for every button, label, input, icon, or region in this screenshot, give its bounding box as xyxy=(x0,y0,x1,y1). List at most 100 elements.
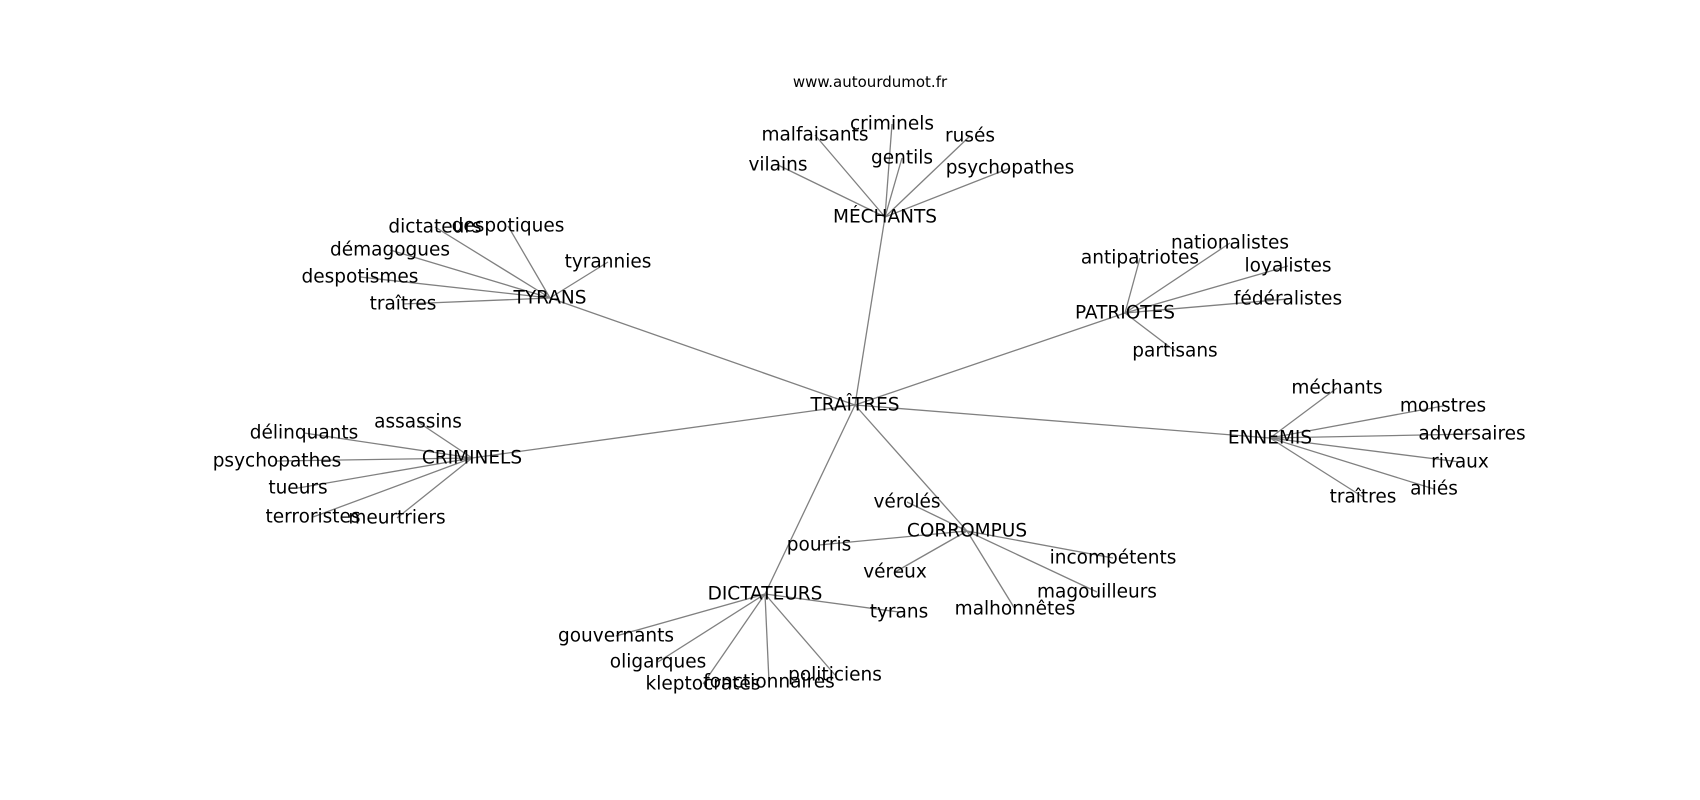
node-leaf-patriotes-0[interactable]: nationalistes xyxy=(1171,233,1289,254)
edge-corrompus-leaf-4 xyxy=(966,530,1098,593)
node-leaf-dictateurs-0[interactable]: tyrans xyxy=(870,602,929,623)
edge-patriotes-leaf-1 xyxy=(1124,257,1141,314)
node-hub-criminels[interactable]: CRIMINELS xyxy=(422,448,522,469)
node-leaf-mechants-4[interactable]: gentils xyxy=(871,148,933,169)
edge-mechants-leaf-2 xyxy=(884,135,971,218)
edge-patriotes-leaf-0 xyxy=(1124,242,1231,314)
edge-mechants-leaf-0 xyxy=(814,134,886,218)
edge-ennemis-leaf-3 xyxy=(1269,437,1461,463)
node-leaf-ennemis-4[interactable]: alliés xyxy=(1410,479,1458,500)
edge-ennemis-leaf-2 xyxy=(1269,433,1473,439)
edge-criminels-leaf-5 xyxy=(396,457,473,519)
edge-criminels-leaf-4 xyxy=(312,457,473,518)
node-leaf-tyrans-2[interactable]: démagogues xyxy=(330,240,450,261)
node-hub-dictateurs[interactable]: DICTATEURS xyxy=(708,584,823,605)
node-leaf-criminels-0[interactable]: assassins xyxy=(374,412,462,433)
edge-criminels-leaf-0 xyxy=(417,421,473,459)
edge-patriotes-leaf-4 xyxy=(1124,312,1176,352)
edge-center-mechants xyxy=(854,216,886,406)
node-leaf-ennemis-2[interactable]: adversaires xyxy=(1418,424,1525,445)
node-leaf-criminels-1[interactable]: délinquants xyxy=(250,423,359,444)
node-leaf-tyrans-1[interactable]: despotiques xyxy=(452,216,565,237)
node-leaf-tyrans-4[interactable]: despotismes xyxy=(302,267,419,288)
edge-center-tyrans xyxy=(549,297,856,406)
edge-dictateurs-leaf-2 xyxy=(657,593,766,663)
edge-tyrans-leaf-1 xyxy=(507,225,551,299)
edge-mechants-leaf-1 xyxy=(884,123,893,218)
edge-center-corrompus xyxy=(854,404,968,532)
node-leaf-tyrans-0[interactable]: dictateurs xyxy=(388,217,481,238)
node-leaf-mechants-0[interactable]: malfaisants xyxy=(761,125,868,146)
node-leaf-corrompus-2[interactable]: véreux xyxy=(863,562,927,583)
edge-tyrans-leaf-5 xyxy=(402,297,551,305)
node-leaf-corrompus-0[interactable]: vérolés xyxy=(873,492,940,513)
node-leaf-tyrans-3[interactable]: tyrannies xyxy=(565,252,652,273)
edge-dictateurs-leaf-1 xyxy=(615,593,766,637)
node-leaf-ennemis-5[interactable]: traîtres xyxy=(1330,487,1397,508)
watermark-text: www.autourdumot.fr xyxy=(793,73,948,91)
edge-mechants-leaf-5 xyxy=(884,167,1011,218)
node-hub-ennemis[interactable]: ENNEMIS xyxy=(1228,428,1312,449)
edge-center-patriotes xyxy=(854,312,1126,406)
edge-ennemis-leaf-1 xyxy=(1269,405,1444,439)
edge-criminels-leaf-3 xyxy=(297,457,473,489)
edge-corrompus-leaf-5 xyxy=(966,530,1016,610)
node-leaf-corrompus-1[interactable]: pourris xyxy=(787,535,851,556)
edge-patriotes-leaf-3 xyxy=(1124,298,1289,314)
node-leaf-corrompus-4[interactable]: magouilleurs xyxy=(1037,582,1157,603)
edge-corrompus-leaf-0 xyxy=(906,501,968,532)
node-hub-corrompus[interactable]: CORROMPUS xyxy=(907,521,1027,542)
node-leaf-criminels-2[interactable]: psychopathes xyxy=(213,451,342,472)
node-leaf-mechants-1[interactable]: criminels xyxy=(850,114,934,135)
node-leaf-corrompus-5[interactable]: malhonnêtes xyxy=(955,599,1076,620)
node-leaf-dictateurs-3[interactable]: kleptocrates xyxy=(646,674,761,695)
edge-center-criminels xyxy=(471,404,856,459)
node-leaf-ennemis-3[interactable]: rivaux xyxy=(1431,452,1489,473)
edge-criminels-leaf-2 xyxy=(276,457,473,462)
edge-mechants-leaf-3 xyxy=(777,164,886,218)
edge-tyrans-leaf-4 xyxy=(359,276,551,299)
node-hub-patriotes[interactable]: PATRIOTES xyxy=(1075,303,1175,324)
edge-corrompus-leaf-3 xyxy=(966,530,1114,559)
node-leaf-mechants-2[interactable]: rusés xyxy=(945,126,995,147)
node-leaf-dictateurs-2[interactable]: oligarques xyxy=(610,652,706,673)
node-leaf-mechants-3[interactable]: vilains xyxy=(748,155,807,176)
edge-dictateurs-leaf-0 xyxy=(764,593,900,613)
node-leaf-patriotes-1[interactable]: antipatriotes xyxy=(1081,248,1199,269)
node-leaf-patriotes-3[interactable]: fédéralistes xyxy=(1234,289,1342,310)
edge-ennemis-leaf-4 xyxy=(1269,437,1435,490)
edge-patriotes-leaf-2 xyxy=(1124,265,1289,314)
edge-ennemis-leaf-5 xyxy=(1269,437,1364,498)
node-center-traitres[interactable]: TRAÎTRES xyxy=(809,394,899,416)
edges-layer xyxy=(276,123,1473,685)
edge-center-ennemis xyxy=(854,404,1271,439)
edge-corrompus-leaf-1 xyxy=(818,530,968,546)
node-leaf-mechants-5[interactable]: psychopathes xyxy=(946,158,1075,179)
node-leaf-ennemis-1[interactable]: monstres xyxy=(1400,396,1486,417)
node-leaf-corrompus-3[interactable]: incompétents xyxy=(1050,548,1177,569)
node-leaf-criminels-3[interactable]: tueurs xyxy=(268,478,327,499)
node-leaf-tyrans-5[interactable]: traîtres xyxy=(370,294,437,315)
edge-dictateurs-leaf-4 xyxy=(764,593,770,683)
node-hub-tyrans[interactable]: TYRANS xyxy=(513,288,587,309)
node-leaf-patriotes-4[interactable]: partisans xyxy=(1132,341,1217,362)
edge-center-dictateurs xyxy=(764,404,856,595)
edge-corrompus-leaf-2 xyxy=(894,530,968,573)
node-leaf-dictateurs-5[interactable]: politiciens xyxy=(788,665,882,686)
node-leaf-criminels-5[interactable]: meurtriers xyxy=(348,508,445,529)
edge-ennemis-leaf-0 xyxy=(1269,387,1338,439)
edge-dictateurs-leaf-3 xyxy=(702,593,766,685)
node-leaf-dictateurs-1[interactable]: gouvernants xyxy=(558,626,674,647)
edge-dictateurs-leaf-5 xyxy=(764,593,836,676)
node-leaf-ennemis-0[interactable]: méchants xyxy=(1291,378,1382,399)
node-leaf-dictateurs-4[interactable]: fonctionnaires xyxy=(703,672,835,693)
node-leaf-patriotes-2[interactable]: loyalistes xyxy=(1245,256,1332,277)
edge-criminels-leaf-1 xyxy=(303,432,473,459)
node-hub-mechants[interactable]: MÉCHANTS xyxy=(833,206,937,228)
node-leaf-criminels-4[interactable]: terroristes xyxy=(265,507,360,528)
edge-mechants-leaf-4 xyxy=(884,157,903,218)
edge-tyrans-leaf-3 xyxy=(549,261,609,299)
edge-tyrans-leaf-0 xyxy=(434,226,551,299)
